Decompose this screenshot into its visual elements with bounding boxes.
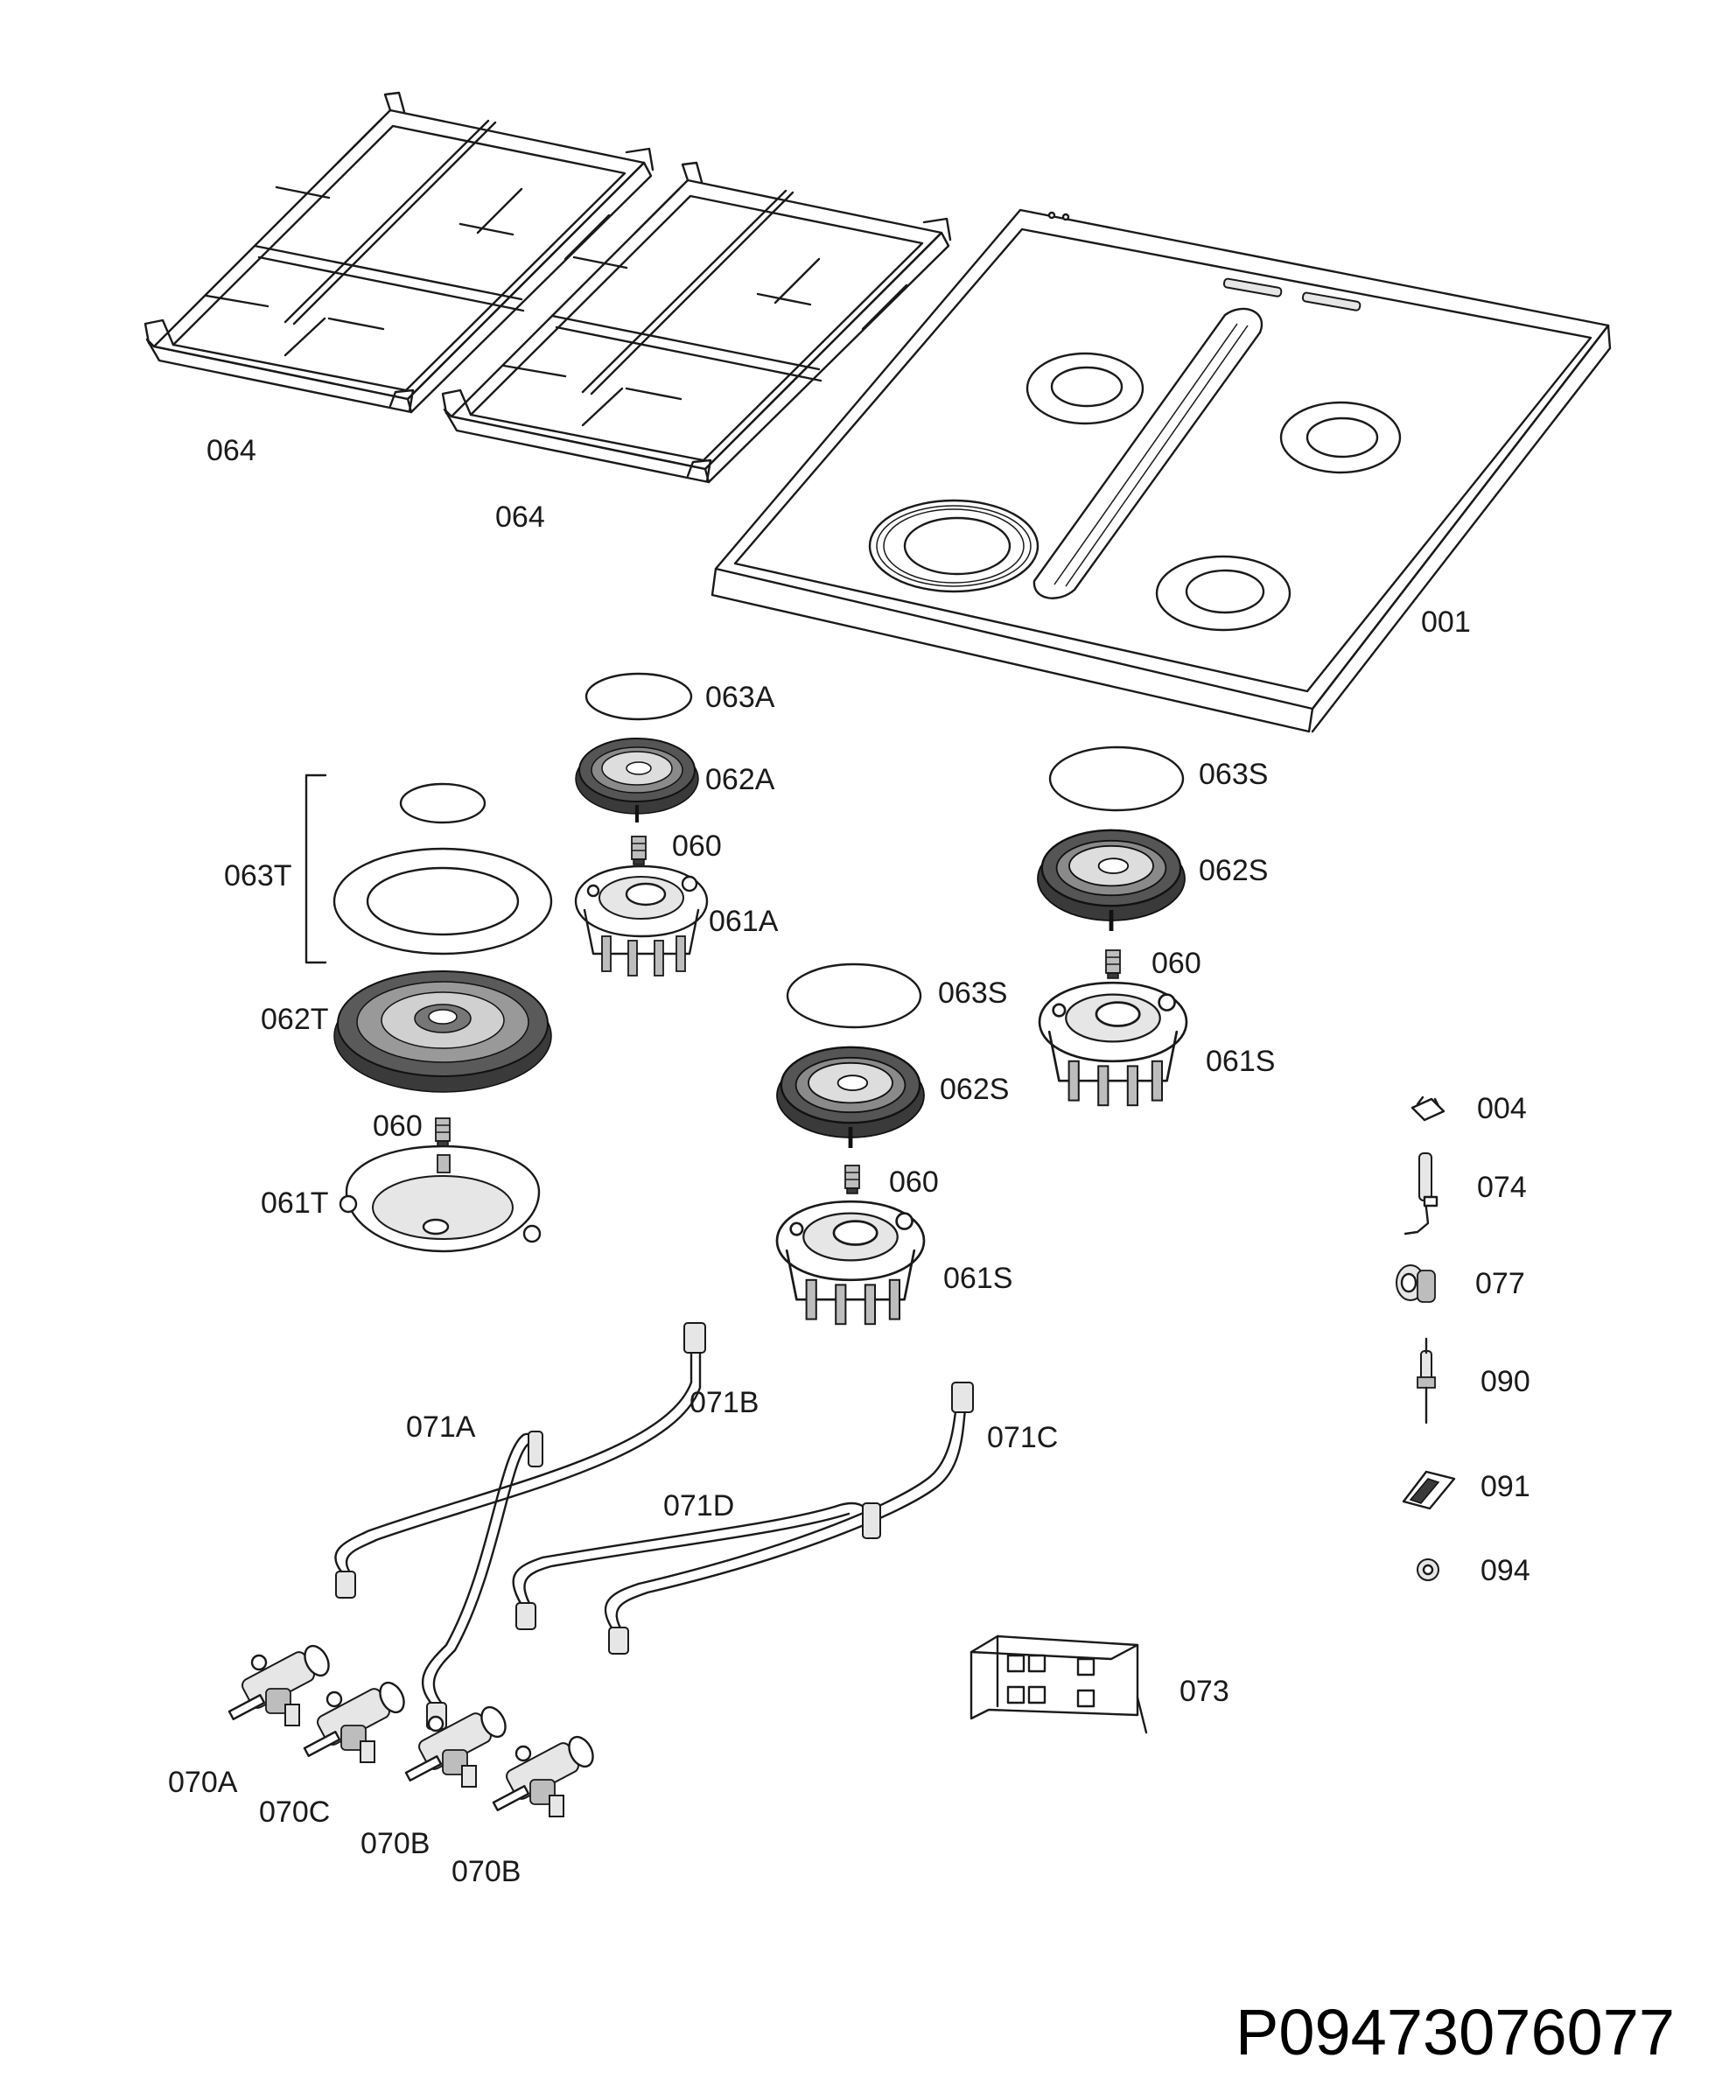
label-valve-a: 070A bbox=[168, 1766, 238, 1799]
ignition-unit bbox=[970, 1634, 1148, 1734]
nut bbox=[1417, 1558, 1439, 1581]
bracket-063T bbox=[304, 774, 327, 964]
label-cap-triple: 063T bbox=[224, 859, 292, 892]
label-base-semi-right: 061S bbox=[1206, 1045, 1275, 1078]
label-cap-semi-mid: 063S bbox=[938, 976, 1007, 1010]
cap-triple bbox=[332, 782, 553, 956]
label-hob-top: 001 bbox=[1421, 606, 1471, 639]
label-grate-left: 064 bbox=[206, 434, 256, 467]
bracket-part bbox=[1402, 1470, 1456, 1510]
injector-semi-right bbox=[1105, 949, 1121, 979]
base-semi-mid bbox=[775, 1200, 926, 1326]
crown-semi-mid bbox=[777, 1047, 924, 1148]
label-injector-semi-right: 060 bbox=[1152, 947, 1201, 980]
label-pipe-b: 071B bbox=[690, 1386, 759, 1419]
spark-plug bbox=[1404, 1152, 1438, 1236]
label-clip: 004 bbox=[1477, 1092, 1527, 1125]
crown-semi-right bbox=[1038, 830, 1185, 931]
injector-aux bbox=[631, 836, 647, 865]
pipe-d bbox=[512, 1502, 881, 1630]
crown-triple bbox=[333, 970, 552, 1093]
label-pipe-d: 071D bbox=[663, 1489, 734, 1522]
clip bbox=[1410, 1096, 1446, 1122]
base-aux bbox=[574, 864, 709, 977]
label-injector-semi-mid: 060 bbox=[889, 1166, 939, 1199]
pipe-b bbox=[334, 1322, 706, 1599]
pipe-c bbox=[604, 1382, 974, 1655]
label-injector-triple: 060 bbox=[373, 1110, 423, 1143]
label-bracket: 091 bbox=[1480, 1470, 1530, 1503]
label-elbow: 077 bbox=[1475, 1267, 1525, 1300]
label-crown-aux: 062A bbox=[705, 763, 775, 796]
label-thermocouple: 090 bbox=[1480, 1365, 1530, 1398]
label-cap-aux: 063A bbox=[705, 681, 775, 714]
label-valve-c: 070C bbox=[259, 1796, 330, 1829]
base-semi-right bbox=[1038, 981, 1188, 1107]
valve-c bbox=[303, 1677, 410, 1764]
label-base-triple: 061T bbox=[261, 1186, 329, 1220]
label-injector-aux: 060 bbox=[672, 830, 722, 863]
cap-semi-right bbox=[1048, 746, 1185, 812]
label-valve-b1: 070B bbox=[360, 1827, 430, 1860]
cap-semi-mid bbox=[786, 962, 922, 1029]
label-spark-plug: 074 bbox=[1477, 1171, 1527, 1204]
label-crown-triple: 062T bbox=[261, 1003, 329, 1036]
label-valve-b2: 070B bbox=[452, 1855, 521, 1888]
label-ignition-unit: 073 bbox=[1180, 1675, 1229, 1708]
grate-left bbox=[144, 91, 654, 414]
hob-top bbox=[710, 208, 1612, 733]
valve-a bbox=[228, 1641, 335, 1727]
label-pipe-a: 071A bbox=[406, 1410, 476, 1444]
pipe-a bbox=[421, 1431, 543, 1730]
label-base-semi-mid: 061S bbox=[943, 1262, 1012, 1295]
injector-triple bbox=[435, 1117, 451, 1147]
label-grate-right: 064 bbox=[495, 500, 545, 534]
valve-b1 bbox=[404, 1702, 512, 1788]
label-pipe-c: 071C bbox=[987, 1421, 1058, 1454]
injector-semi-mid bbox=[844, 1165, 860, 1194]
document-id: P09473076077 bbox=[1236, 1996, 1675, 2068]
label-base-aux: 061A bbox=[709, 905, 779, 938]
elbow bbox=[1396, 1264, 1436, 1303]
valve-b2 bbox=[492, 1732, 599, 1818]
cap-aux bbox=[584, 672, 693, 721]
label-nut: 094 bbox=[1480, 1554, 1530, 1587]
base-triple bbox=[339, 1144, 542, 1253]
label-crown-semi-right: 062S bbox=[1199, 854, 1268, 887]
crown-aux bbox=[574, 737, 700, 824]
label-cap-semi-right: 063S bbox=[1199, 758, 1268, 791]
thermocouple bbox=[1417, 1337, 1436, 1424]
label-crown-semi-mid: 062S bbox=[940, 1073, 1009, 1106]
